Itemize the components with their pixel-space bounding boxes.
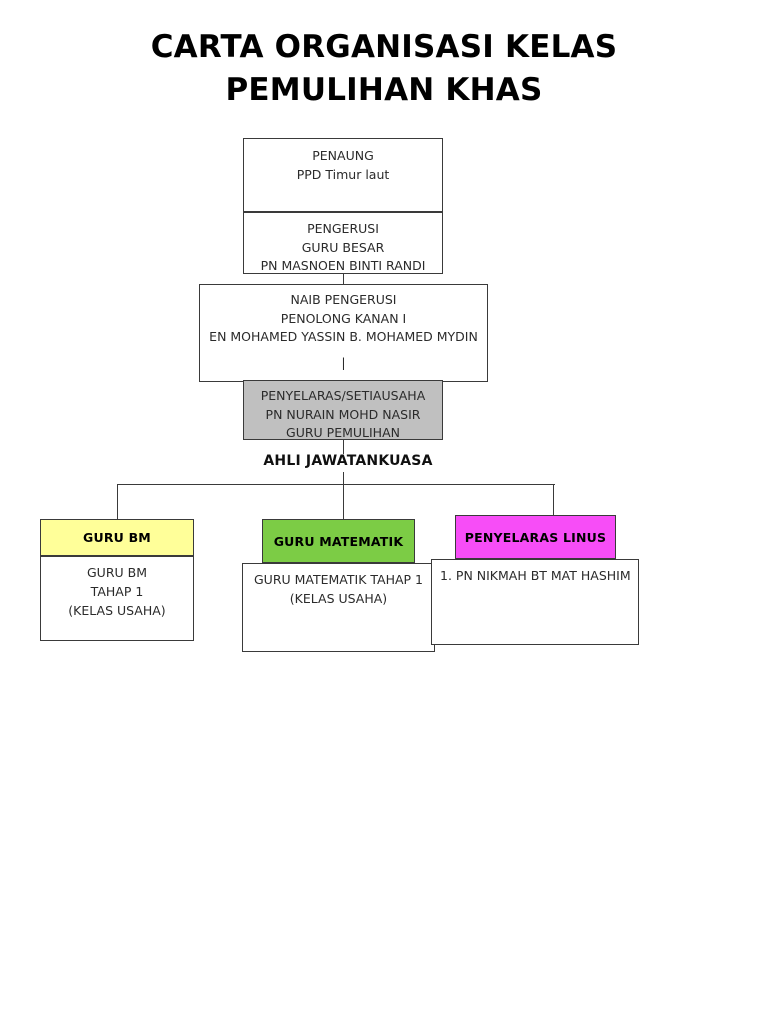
node-penaung-line-1: PENAUNG: [312, 148, 374, 163]
node-pengerusi-line-3: PN MASNOEN BINTI RANDI: [260, 258, 426, 273]
card-header-guru-bm: GURU BM: [40, 519, 194, 556]
node-penaung: PENAUNG PPD Timur laut: [243, 138, 443, 212]
node-penyelaras-setiausaha: PENYELARAS/SETIAUSAHA PN NURAIN MOHD NAS…: [243, 380, 443, 440]
card-header-penyelaras-linus-label: PENYELARAS LINUS: [464, 529, 607, 545]
page-title-line-2: PEMULIHAN KHAS: [225, 71, 543, 108]
node-penyelaras-line-3: GURU PEMULIHAN: [286, 425, 400, 440]
connector-pengerusi-to-naib: [343, 272, 345, 285]
node-naib-line-3: EN MOHAMED YASSIN B. MOHAMED MYDIN: [209, 329, 478, 344]
node-pengerusi: PENGERUSI GURU BESAR PN MASNOEN BINTI RA…: [243, 212, 443, 274]
card-header-guru-matematik: GURU MATEMATIK: [262, 519, 415, 563]
card-body-guru-bm: GURU BM TAHAP 1 (KELAS USAHA): [40, 556, 194, 641]
page-title: CARTA ORGANISASI KELAS PEMULIHAN KHAS: [0, 26, 768, 112]
card-body-guru-bm-line-2: TAHAP 1: [90, 583, 144, 599]
node-penyelaras-line-1: PENYELARAS/SETIAUSAHA: [260, 388, 426, 403]
card-body-guru-bm-line-1: GURU BM: [86, 565, 147, 580]
connector-drop-guru-matematik: [343, 484, 345, 520]
node-pengerusi-line-2: GURU BESAR: [301, 239, 385, 255]
card-body-guru-matematik-line-2: (KELAS USAHA): [289, 590, 388, 606]
card-body-guru-bm-line-3: (KELAS USAHA): [68, 602, 166, 618]
card-body-penyelaras-linus-line-1: 1. PN NIKMAH BT MAT HASHIM: [440, 568, 631, 583]
connector-penyelaras-to-ahli: [343, 439, 345, 454]
committee-label: AHLI JAWATANKUASA: [263, 453, 433, 469]
card-header-guru-bm-label: GURU BM: [83, 530, 151, 545]
node-naib-line-2: PENOLONG KANAN I: [280, 310, 407, 326]
card-body-penyelaras-linus: 1. PN NIKMAH BT MAT HASHIM: [431, 559, 639, 645]
node-penaung-line-2: PPD Timur laut: [296, 166, 390, 182]
node-penyelaras-line-2: PN NURAIN MOHD NASIR: [265, 406, 421, 422]
page-title-line-1: CARTA ORGANISASI KELAS: [150, 29, 618, 65]
connector-drop-guru-bm: [117, 484, 119, 520]
node-naib-line-4: |: [341, 354, 346, 370]
connector-ahli-to-bus: [343, 472, 345, 485]
card-header-guru-matematik-label: GURU MATEMATIK: [273, 533, 404, 549]
card-body-guru-matematik: GURU MATEMATIK TAHAP 1 (KELAS USAHA): [242, 563, 435, 652]
card-header-penyelaras-linus: PENYELARAS LINUS: [455, 515, 616, 559]
card-body-guru-matematik-line-1: GURU MATEMATIK TAHAP 1: [253, 572, 424, 587]
node-pengerusi-line-1: PENGERUSI: [307, 221, 379, 236]
connector-drop-penyelaras-linus: [553, 484, 555, 520]
node-naib-pengerusi: NAIB PENGERUSI PENOLONG KANAN I EN MOHAM…: [199, 284, 488, 382]
connector-committee-bus: [117, 484, 555, 486]
node-naib-line-1: NAIB PENGERUSI: [290, 292, 397, 307]
